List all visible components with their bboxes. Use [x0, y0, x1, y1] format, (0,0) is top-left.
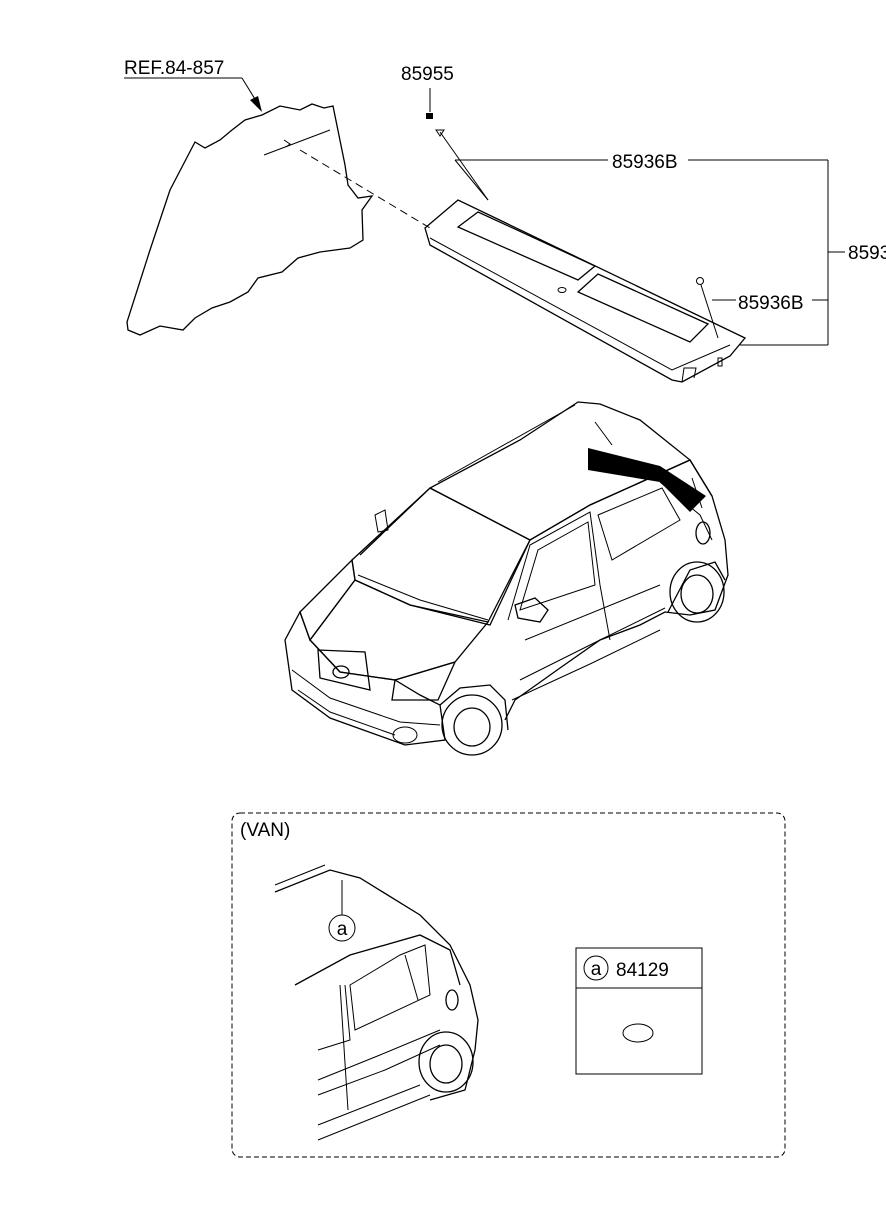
upper-tray-part-label: 85936B [612, 152, 678, 173]
reference-leader-dashed [299, 149, 431, 229]
bolt-part-label: 85955 [401, 64, 454, 85]
clip-strap [700, 284, 719, 339]
van-car-partial [274, 864, 479, 1141]
plug-icon [622, 1023, 654, 1043]
legend-callout-letter: a [591, 959, 602, 980]
van-box-title: (VAN) [240, 820, 290, 841]
van-callout-circle [328, 914, 356, 942]
ref-arrow-head [250, 96, 262, 112]
legend-part-label: 84129 [616, 960, 669, 981]
assembly-part-label: 8593 [848, 243, 886, 264]
legend-callout-circle [583, 955, 609, 981]
van-detail-box [231, 812, 786, 1158]
clip-icon [696, 277, 704, 285]
quarter-trim-panel [126, 103, 374, 336]
van-callout-letter: a [337, 919, 348, 940]
bolt-icon [426, 113, 433, 119]
legend-box [575, 947, 703, 1075]
lower-tray-part-label: 85936B [738, 293, 804, 314]
bolt-shaft [439, 131, 489, 201]
upper-tray-leader-a [454, 159, 489, 201]
car-illustration [284, 401, 729, 756]
luggage-tray [424, 199, 747, 383]
ref-label: REF.84-857 [124, 58, 224, 79]
bolt-head-icon [435, 129, 445, 137]
